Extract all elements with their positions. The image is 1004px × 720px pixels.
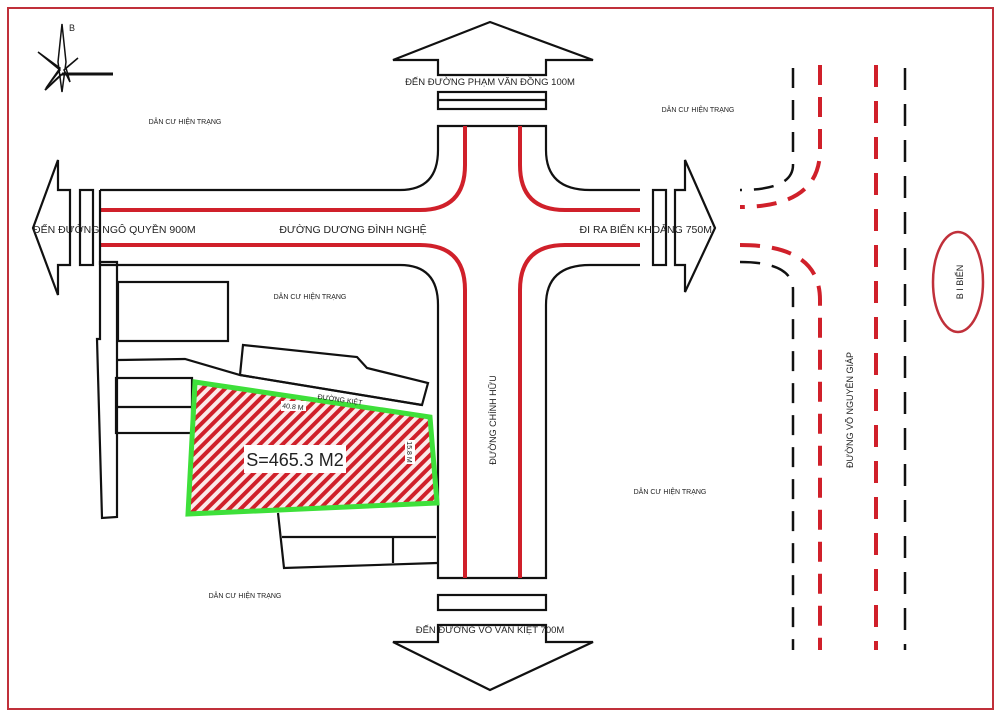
horizontal-road-label: ĐƯỜNG DƯƠNG ĐÌNH NGHỆ <box>279 223 426 236</box>
top-arrow <box>392 20 594 111</box>
lot-length: 40.8 M <box>282 403 304 412</box>
coastal-road <box>739 65 907 650</box>
right-arrow <box>651 159 717 293</box>
buildings <box>95 260 438 570</box>
road-lanes <box>100 126 640 578</box>
beach-label: B I BIỂN <box>954 265 965 300</box>
left-destination-label: ĐẾN ĐƯỜNG NGÔ QUYỀN 900M <box>33 223 196 236</box>
lot-area: S=465.3 M2 <box>246 450 344 470</box>
lot-width: 15.8 M <box>405 441 412 463</box>
residential-label: DÂN CƯ HIỆN TRẠNG <box>149 117 222 126</box>
bottom-destination-label: ĐẾN ĐƯỜNG VÕ VĂN KIỆT 700M <box>416 625 565 636</box>
right-destination-label: ĐI RA BIỂN KHOẢNG 750M <box>580 223 712 236</box>
residential-label: DÂN CƯ HIỆN TRẠNG <box>274 292 347 301</box>
left-arrow <box>31 159 102 296</box>
compass-icon <box>37 23 113 93</box>
residential-label: DÂN CƯ HIỆN TRẠNG <box>662 105 735 114</box>
vertical-road-label: ĐƯỜNG CHÍNH HỮU <box>488 375 498 465</box>
residential-label: DÂN CƯ HIỆN TRẠNG <box>209 591 282 600</box>
beach-marker <box>931 230 985 334</box>
road-edges <box>100 124 640 580</box>
residential-label: DÂN CƯ HIỆN TRẠNG <box>634 487 707 496</box>
bottom-arrow <box>392 593 594 692</box>
top-destination-label: ĐẾN ĐƯỜNG PHẠM VĂN ĐỒNG 100M <box>405 76 575 88</box>
coastal-road-label: ĐƯỜNG VÕ NGUYÊN GIÁP <box>845 352 855 468</box>
map-frame <box>7 7 994 710</box>
north-label: B <box>69 23 75 33</box>
area-label-bg <box>244 445 346 473</box>
